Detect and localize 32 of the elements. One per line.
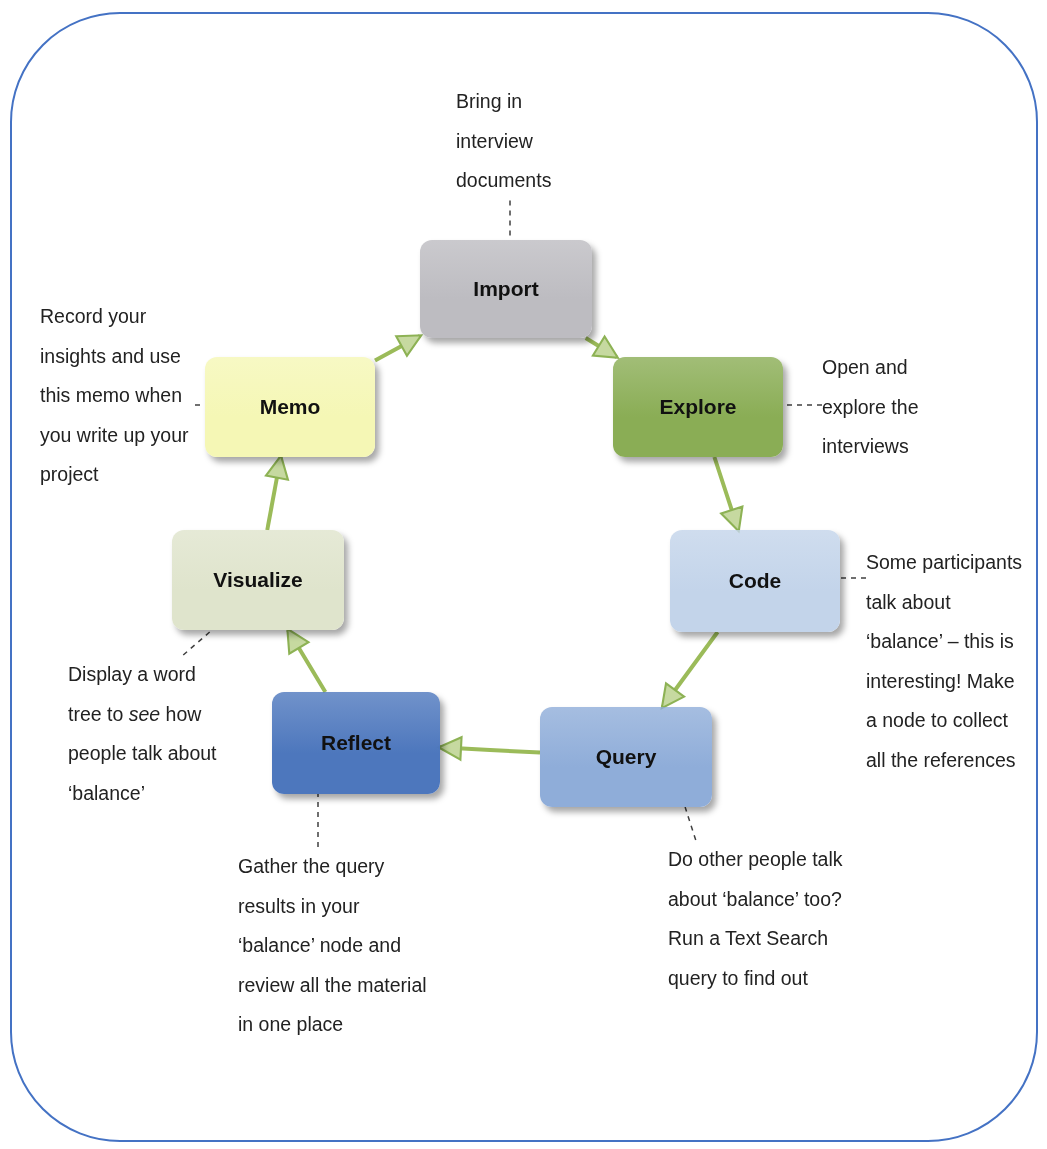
- annotation-text: Display a word tree to see how people talk about ‘balance’: [68, 655, 233, 813]
- arrow: [437, 736, 541, 761]
- leader-line: [182, 629, 213, 656]
- box-label: Explore: [659, 395, 737, 419]
- arrow: [584, 335, 619, 359]
- annotation-text: Some participants talk about ‘balance’ – this is interesting! Make a node to collect all the references: [866, 543, 1024, 780]
- annotation-text: Do other people talk about ‘balance’ too? Run a Text Search query to find out: [668, 840, 843, 998]
- arrow: [712, 456, 744, 533]
- arrow: [374, 334, 423, 363]
- box-label: Reflect: [321, 731, 391, 755]
- box-label: Memo: [259, 395, 321, 419]
- leader-line: [317, 793, 319, 848]
- leader-line: [839, 577, 867, 579]
- annotation-text: Record your insights and use this memo when you write up your project: [40, 297, 195, 495]
- arrow: [264, 454, 289, 531]
- leader-line: [684, 806, 697, 841]
- box-label: Query: [595, 745, 657, 769]
- box-label: Import: [473, 277, 539, 301]
- annotation-text: Bring in interview documents: [456, 82, 586, 201]
- arrow: [286, 627, 328, 694]
- process-box: [670, 530, 840, 632]
- process-box: [172, 530, 344, 630]
- process-box: [613, 357, 783, 457]
- process-box: [205, 357, 375, 457]
- annotation-text: Gather the query results in your ‘balance’ node and review all the material in one place: [238, 847, 438, 1045]
- box-label: Code: [728, 569, 782, 593]
- arrow: [660, 630, 720, 710]
- process-box: [540, 707, 712, 807]
- annotation-text: Open and explore the interviews: [822, 348, 962, 467]
- process-box: [272, 692, 440, 794]
- box-label: Visualize: [213, 568, 303, 592]
- process-box: [420, 240, 592, 338]
